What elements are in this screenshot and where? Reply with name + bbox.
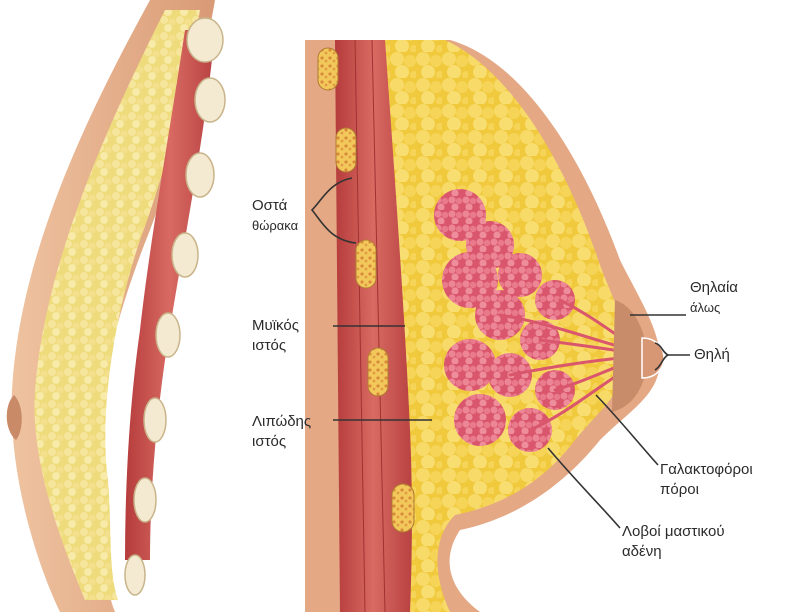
label-muscle: Μυϊκός ιστός xyxy=(252,316,299,356)
rib xyxy=(156,313,180,357)
label-ducts-line1: Γαλακτοφόροι xyxy=(660,460,753,480)
rib xyxy=(125,555,145,595)
label-bones: Οστά θώρακα xyxy=(252,196,298,236)
rib xyxy=(134,478,156,522)
rib xyxy=(144,398,166,442)
label-bones-line2: θώρακα xyxy=(252,216,298,236)
rib xyxy=(186,153,214,197)
lobes-leader xyxy=(548,448,620,528)
label-nipple-line1: Θηλή xyxy=(694,345,730,365)
label-lobes-line1: Λοβοί μαστικού xyxy=(622,522,725,542)
rib xyxy=(172,233,198,277)
lobe xyxy=(498,253,542,297)
label-ducts-line2: πόροι xyxy=(660,480,753,500)
label-areola-line1: Θηλαία xyxy=(690,278,738,298)
label-muscle-line2: ιστός xyxy=(252,336,299,356)
nipple xyxy=(642,338,664,378)
label-areola-line2: άλως xyxy=(690,298,738,318)
label-areola: Θηλαία άλως xyxy=(690,278,738,318)
rib xyxy=(392,484,414,532)
rib xyxy=(368,348,388,396)
rib xyxy=(336,128,356,172)
rib xyxy=(195,78,225,122)
rib xyxy=(187,18,223,62)
label-fat-line1: Λιπώδης xyxy=(252,412,311,432)
rib xyxy=(356,240,376,288)
label-fat-line2: ιστός xyxy=(252,432,311,452)
label-fat: Λιπώδης ιστός xyxy=(252,412,311,452)
left-side-view xyxy=(7,0,225,612)
lobe xyxy=(535,280,575,320)
lobe xyxy=(444,339,496,391)
label-lobes-line2: αδένη xyxy=(622,542,725,562)
lobe xyxy=(454,394,506,446)
rib xyxy=(318,48,338,90)
label-ducts: Γαλακτοφόροι πόροι xyxy=(660,460,753,500)
label-bones-line1: Οστά xyxy=(252,196,298,216)
label-lobes: Λοβοί μαστικού αδένη xyxy=(622,522,725,562)
label-muscle-line1: Μυϊκός xyxy=(252,316,299,336)
label-nipple: Θηλή xyxy=(694,345,730,365)
